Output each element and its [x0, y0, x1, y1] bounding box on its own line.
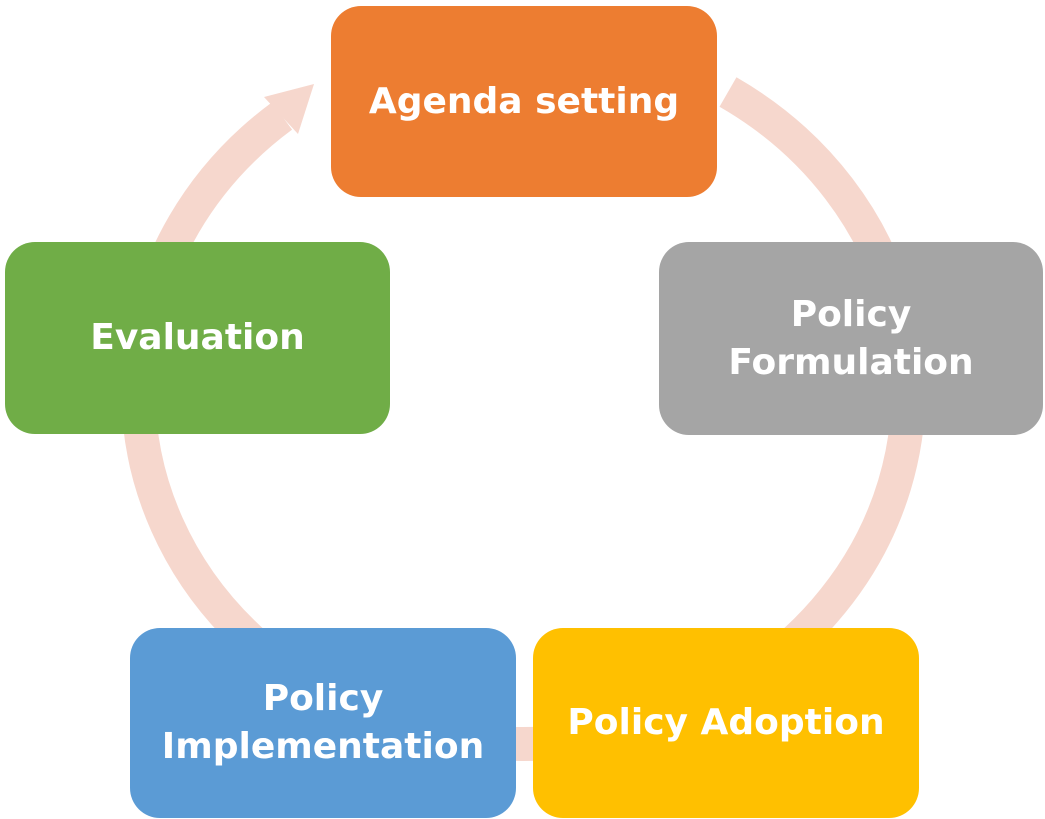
stage-label-line: Policy: [790, 293, 912, 335]
stage-evaluation: Evaluation: [5, 242, 390, 434]
stage-policy-formulation: Policy Formulation: [659, 242, 1043, 435]
stage-label-line: Agenda setting: [368, 80, 680, 122]
stage-label-line: Formulation: [728, 341, 974, 383]
stage-policy-implementation: Policy Implementation: [130, 628, 516, 818]
stage-label-line: Policy: [262, 678, 384, 719]
stage-label-line: Policy Adoption: [567, 702, 885, 743]
stage-label-line: Implementation: [161, 726, 485, 767]
stage-agenda-setting: Agenda setting: [331, 6, 717, 197]
stage-label-line: Evaluation: [90, 317, 305, 358]
stage-policy-adoption: Policy Adoption: [533, 628, 919, 818]
cycle-arrowhead: [264, 84, 314, 134]
